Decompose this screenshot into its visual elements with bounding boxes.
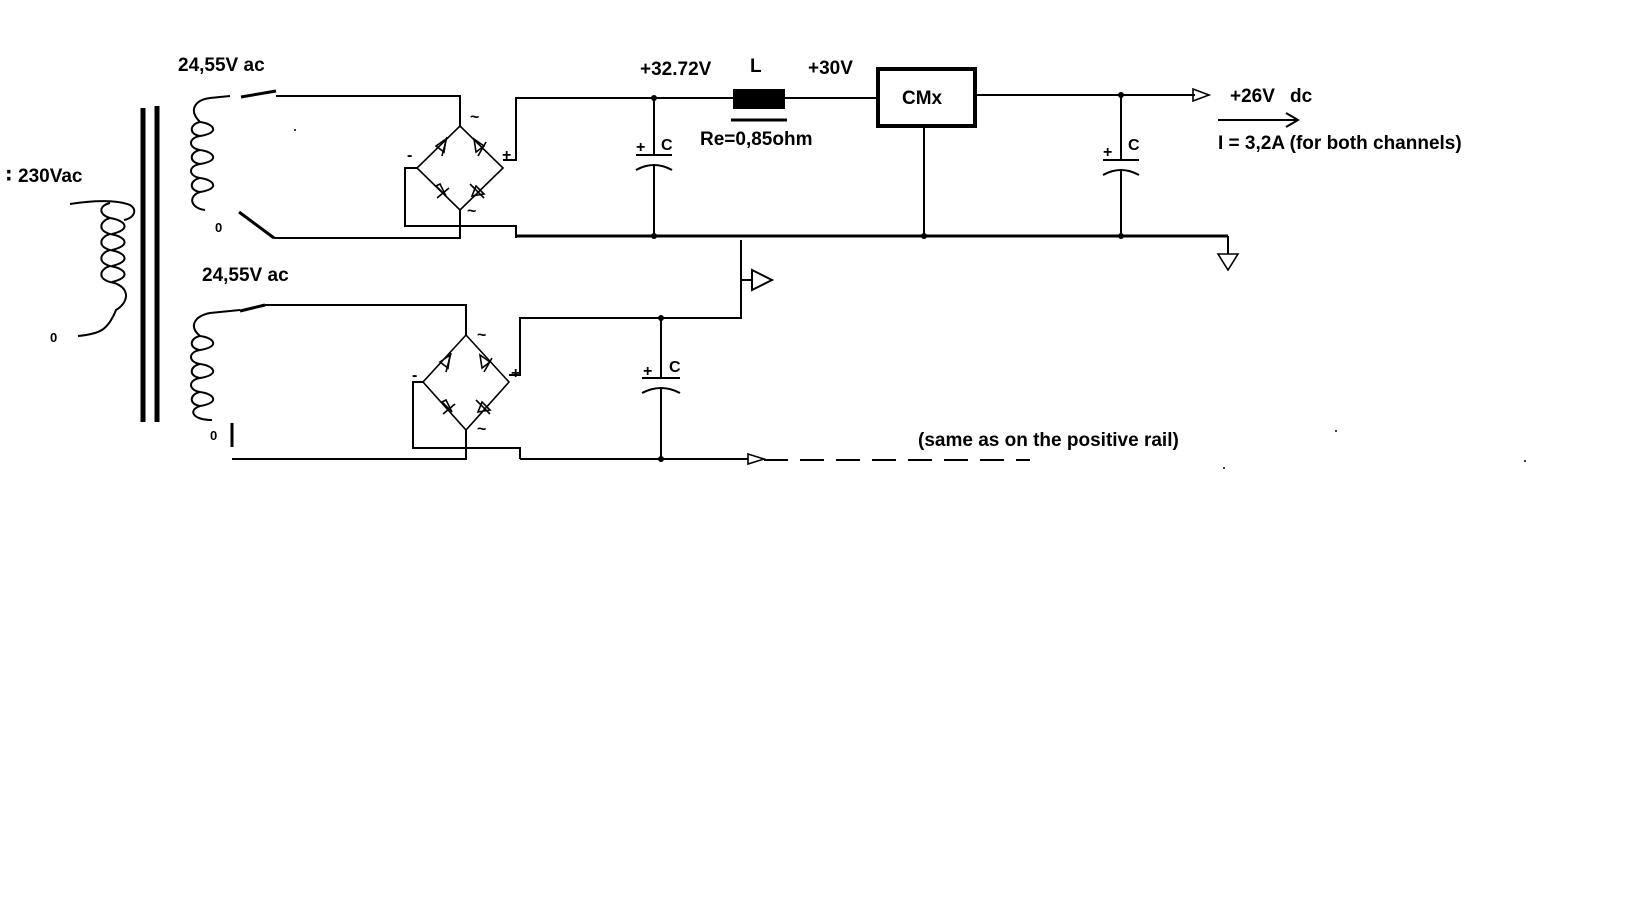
bottom-bridge-plus-wire — [509, 240, 742, 376]
cap1-label: C — [661, 137, 673, 154]
cap3-label: C — [669, 359, 681, 376]
diode-icon — [434, 182, 450, 199]
cap2-label: C — [1128, 137, 1140, 154]
primary-winding — [69, 200, 136, 337]
diode-icon — [469, 183, 486, 199]
negative-rail-note: (same as on the positive rail) — [918, 430, 1179, 451]
post-inductor-voltage-label: +30V — [808, 58, 853, 79]
primary-voltage-label: 230Vac — [18, 166, 83, 187]
diode-icon — [472, 137, 487, 157]
cap2-polarity: + — [1103, 144, 1112, 161]
junction-dot — [658, 315, 664, 321]
top-bridge-plus: + — [502, 147, 511, 164]
polarized-capacitor-icon — [1102, 95, 1140, 236]
stray-dot — [294, 129, 296, 131]
regulator-box — [876, 67, 977, 128]
bottom-secondary-wire-a — [265, 304, 467, 335]
bottom-secondary-winding — [190, 303, 266, 447]
top-bridge-minus-wire — [404, 167, 517, 238]
junction-dot — [921, 233, 927, 239]
stray-dot — [1524, 460, 1526, 462]
ground-icon — [1216, 236, 1240, 272]
top-secondary-phase-mark: 0 — [215, 220, 222, 235]
arrow-right-icon — [747, 452, 767, 466]
top-secondary-lead-mark — [240, 89, 277, 99]
top-bridge-rectifier: ~ ~ + - — [407, 109, 511, 220]
bottom-secondary-lead-mark — [239, 303, 266, 313]
output-type-label: dc — [1290, 86, 1313, 107]
diode-icon — [438, 352, 452, 373]
rectified-voltage-label: +32.72V — [640, 59, 712, 80]
inductor-resistance-label: Re=0,85ohm — [700, 129, 812, 150]
stray-dot — [1335, 430, 1337, 432]
inductor-name-label: L — [750, 56, 762, 77]
polarized-capacitor-icon — [641, 318, 681, 459]
arrow-right-icon — [741, 268, 775, 292]
top-secondary-bottom-lead-mark — [238, 210, 275, 240]
top-secondary-winding — [190, 89, 277, 240]
top-secondary-wire-b — [274, 210, 461, 239]
top-secondary-wire-a — [276, 95, 461, 126]
top-bridge-plus-wire — [503, 97, 654, 161]
inductor-icon — [731, 89, 787, 122]
top-bridge-ac1: ~ — [470, 109, 479, 126]
bottom-secondary-phase-mark: 0 — [210, 428, 217, 443]
output-voltage-label: +26V — [1230, 86, 1275, 107]
bottom-bridge-rectifier: ~ ~ + - — [412, 327, 520, 438]
top-bridge-minus: - — [407, 147, 412, 164]
diode-icon — [475, 399, 492, 415]
primary-prefix-glyph: ∶ — [6, 166, 12, 187]
top-secondary-voltage-label: 24,55V ac — [178, 55, 265, 76]
diode-icon — [440, 398, 456, 415]
bottom-bridge-minus: - — [412, 367, 417, 384]
bottom-bridge-plus: + — [511, 365, 520, 382]
regulator-name-label: CMx — [902, 88, 943, 109]
output-current-label: I = 3,2A (for both channels) — [1218, 133, 1462, 154]
bottom-secondary-wire-b — [232, 430, 467, 460]
polarized-capacitor-icon — [635, 98, 673, 236]
primary-phase-mark: 0 — [50, 330, 57, 345]
cap3-polarity: + — [643, 363, 652, 380]
bottom-secondary-voltage-label: 24,55V ac — [202, 265, 289, 286]
bottom-bridge-minus-wire — [412, 381, 521, 459]
current-arrow-icon — [1218, 112, 1300, 128]
bottom-bridge-ac1: ~ — [477, 327, 486, 344]
diode-icon — [434, 136, 448, 157]
arrow-right-icon — [1192, 87, 1212, 103]
top-bridge-ac2: ~ — [467, 203, 476, 220]
stray-dot — [1223, 467, 1225, 469]
cap1-polarity: + — [636, 139, 645, 156]
bottom-bridge-ac2: ~ — [477, 421, 486, 438]
diode-icon — [478, 353, 493, 373]
